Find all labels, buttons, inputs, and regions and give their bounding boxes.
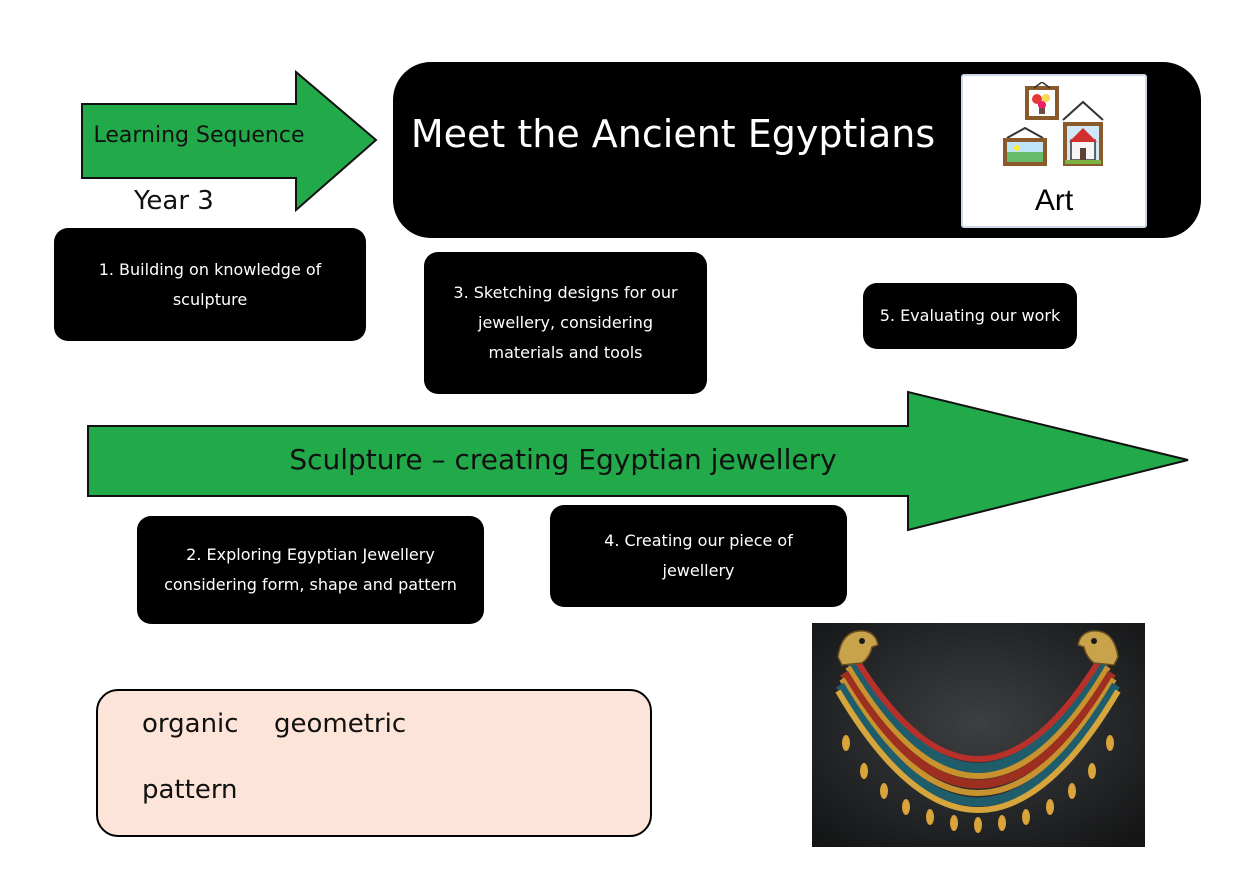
art-subject-card: Art <box>961 74 1147 228</box>
sculpture-arrow-label: Sculpture – creating Egyptian jewellery <box>289 443 837 476</box>
egyptian-collar-photo <box>812 623 1145 847</box>
step-5-box: 5. Evaluating our work <box>863 283 1077 349</box>
vocab-word-geometric: geometric <box>274 709 407 739</box>
sculpture-arrow <box>87 390 1189 532</box>
step-5-text: 5. Evaluating our work <box>879 306 1061 325</box>
vocab-word-organic: organic <box>142 709 239 739</box>
step-4-box: 4. Creating our piece of jewellery <box>550 505 847 607</box>
step-2-text: 2. Exploring Egyptian Jewellery consider… <box>164 545 457 594</box>
step-1-text: 1. Building on knowledge of sculpture <box>98 259 322 309</box>
step-3-text: 3. Sketching designs for our jewellery, … <box>453 283 678 362</box>
vocab-word-pattern: pattern <box>142 775 238 805</box>
step-1-box: 1. Building on knowledge of sculpture <box>54 228 366 341</box>
page-title: Meet the Ancient Egyptians <box>410 112 936 156</box>
learning-sequence-arrow <box>81 70 378 212</box>
art-gallery-icon <box>1003 82 1104 166</box>
year-label: Year 3 <box>134 186 214 216</box>
step-3-box: 3. Sketching designs for our jewellery, … <box>424 252 707 394</box>
learning-sequence-label: Learning Sequence <box>93 123 305 148</box>
step-4-text: 4. Creating our piece of jewellery <box>604 531 793 580</box>
art-label: Art <box>1034 184 1074 217</box>
title-banner: Meet the Ancient Egyptians Art <box>393 62 1201 238</box>
step-2-box: 2. Exploring Egyptian Jewellery consider… <box>137 516 484 624</box>
vocabulary-panel: organic geometric pattern <box>96 689 652 837</box>
